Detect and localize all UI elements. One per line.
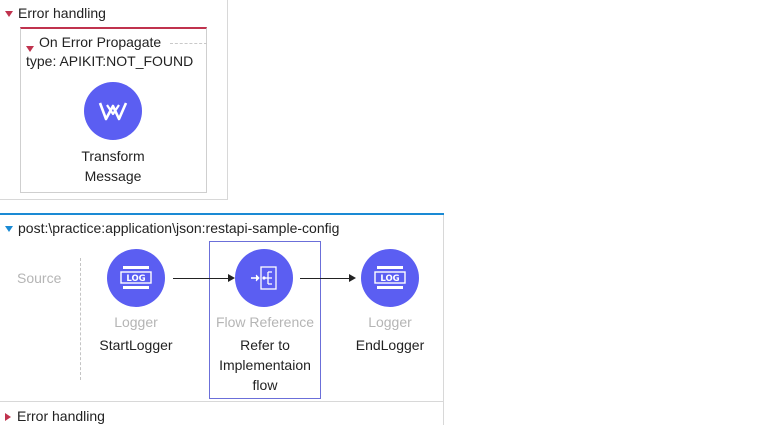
flow-reference-component[interactable] [235, 249, 293, 307]
logger-component-start[interactable]: LOG [107, 249, 165, 307]
flow-header-accent [0, 213, 444, 215]
bottom-divider [0, 401, 443, 402]
source-divider [80, 258, 81, 380]
label-line: EndLogger [355, 337, 425, 353]
logger-name-label: EndLogger [330, 335, 450, 355]
logger-component-end[interactable]: LOG [361, 249, 419, 307]
transform-message-component[interactable] [84, 82, 142, 140]
flow-reference-name-label: Refer to Implementaion flow [205, 335, 325, 395]
collapse-triangle-icon[interactable] [26, 46, 34, 52]
on-error-propagate-scope[interactable] [20, 27, 207, 193]
on-error-propagate-type: type: APIKIT:NOT_FOUND [26, 53, 194, 69]
flow-title: post:\practice:application\json:restapi-… [18, 220, 340, 236]
expand-triangle-icon[interactable] [5, 413, 11, 422]
label-line: Refer to [240, 337, 290, 353]
svg-text:LOG: LOG [126, 274, 145, 284]
logger-icon: LOG [107, 249, 165, 307]
scope-dashed-edge [170, 43, 207, 44]
label-line: Transform [81, 148, 145, 164]
error-handling-header-top[interactable]: Error handling [5, 4, 106, 22]
label-line: Implementaion [219, 357, 311, 373]
collapse-triangle-icon[interactable] [5, 226, 13, 233]
arrow-head-icon [349, 274, 356, 282]
error-handling-section-top [0, 0, 228, 200]
source-label: Source [17, 270, 62, 286]
logger-type-label: Logger [114, 314, 158, 330]
transform-message-icon [84, 82, 142, 140]
logger-type-label: Logger [368, 314, 412, 330]
flow-reference-selection[interactable] [209, 241, 321, 399]
logger-icon: LOG [361, 249, 419, 307]
label-line: flow [252, 377, 278, 393]
flow-reference-type-label: Flow Reference [215, 314, 315, 330]
error-handling-title: Error handling [17, 408, 105, 424]
collapse-triangle-icon[interactable] [5, 11, 13, 18]
flow-header[interactable]: post:\practice:application\json:restapi-… [5, 219, 339, 237]
flow-arrow [300, 278, 350, 279]
error-handling-title: Error handling [18, 5, 106, 21]
flow-border-right [443, 215, 444, 425]
svg-text:LOG: LOG [380, 274, 399, 284]
flow-reference-icon [235, 249, 293, 307]
error-handling-header-bottom[interactable]: Error handling [5, 407, 105, 425]
logger-name-label: StartLogger [76, 335, 196, 355]
on-error-propagate-title: On Error Propagate [39, 34, 162, 50]
transform-message-label: Transform Message [58, 146, 168, 186]
arrow-head-icon [228, 274, 235, 282]
label-line: StartLogger [99, 337, 173, 353]
flow-arrow [173, 278, 229, 279]
label-line: Message [84, 168, 142, 184]
